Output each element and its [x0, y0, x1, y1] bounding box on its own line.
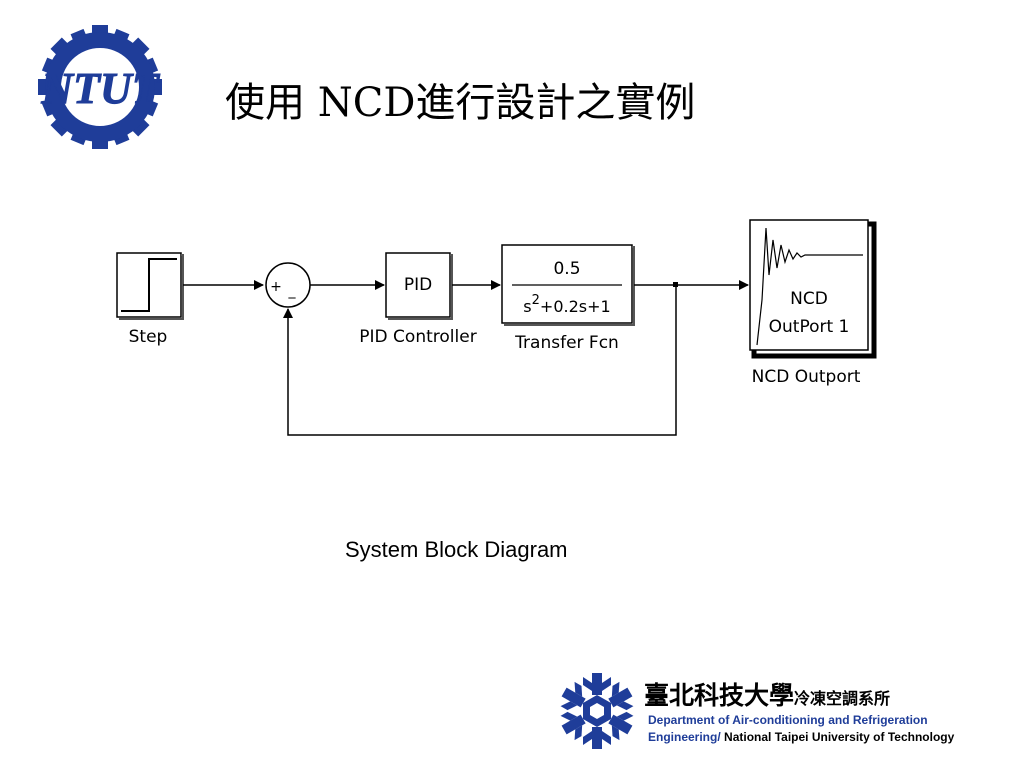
dept-name-en-line2: Engineering/ National Taipei University … — [648, 730, 954, 744]
pid-controller-block[interactable] — [385, 252, 453, 320]
tf-denominator: s2+0.2s+1 — [523, 293, 610, 316]
pid-controller-label: PID Controller — [359, 327, 476, 347]
transfer-fcn-block[interactable] — [501, 244, 635, 326]
tf-numerator: 0.5 — [553, 259, 580, 279]
ncd-response-curve — [756, 227, 863, 346]
dept-name-cn: 冷凍空調系所 — [794, 689, 891, 708]
feedback-path — [283, 287, 677, 436]
ncd-outport-label: NCD Outport — [752, 367, 861, 387]
ncd-block-line1: NCD — [790, 289, 828, 309]
sum-plus-sign: + — [270, 279, 282, 295]
transfer-fcn-label: Transfer Fcn — [514, 333, 619, 353]
dept-name-en-engineering: Engineering/ — [648, 730, 721, 744]
pid-block-text: PID — [404, 275, 432, 295]
ntut-gear-logo: NTUT — [38, 25, 162, 149]
footer-school-name: 臺北科技大學冷凍空調系所 — [644, 676, 890, 712]
sum-minus-sign: _ — [288, 283, 297, 299]
snowflake-logo — [560, 673, 634, 749]
dept-name-en: Department of Air-conditioning and Refri… — [648, 713, 928, 727]
ncd-block-line2: OutPort 1 — [769, 317, 850, 337]
school-name-cn: 臺北科技大學 — [644, 681, 795, 710]
ncd-outport-block[interactable] — [749, 219, 877, 359]
step-label: Step — [129, 327, 168, 347]
logo-text: NTUT — [40, 64, 160, 113]
university-name-en: National Taipei University of Technology — [724, 730, 955, 744]
diagram-caption: System Block Diagram — [345, 537, 568, 562]
branch-point — [673, 282, 678, 287]
step-block[interactable] — [116, 252, 184, 320]
slide-title: 使用 NCD進行設計之實例 — [225, 80, 696, 126]
